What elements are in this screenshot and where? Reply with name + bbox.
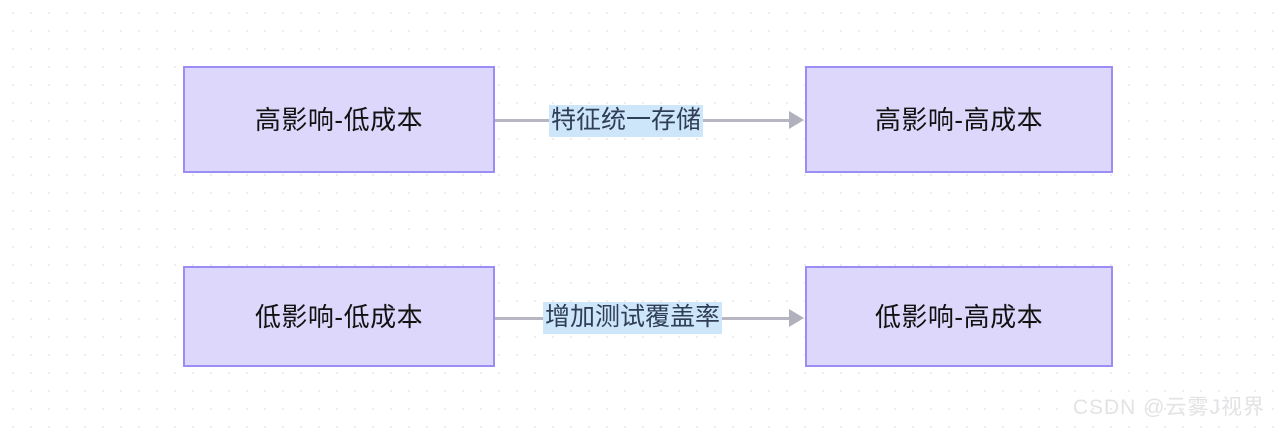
node-label: 高影响-高成本	[874, 104, 1044, 135]
node-low-impact-low-cost[interactable]: 低影响-低成本	[183, 266, 495, 367]
edge-label-feature-unified-storage: 特征统一存储	[549, 105, 704, 137]
edge-label-increase-test-coverage: 增加测试覆盖率	[543, 302, 723, 334]
node-label: 高影响-低成本	[254, 104, 424, 135]
node-label: 低影响-低成本	[254, 301, 424, 332]
node-low-impact-high-cost[interactable]: 低影响-高成本	[805, 266, 1113, 367]
node-high-impact-low-cost[interactable]: 高影响-低成本	[183, 66, 495, 173]
arrow-head-icon	[789, 309, 804, 327]
csdn-watermark: CSDN @云雾J视界	[1072, 396, 1265, 419]
arrow-head-icon	[789, 111, 804, 129]
node-high-impact-high-cost[interactable]: 高影响-高成本	[805, 66, 1113, 173]
node-label: 低影响-高成本	[874, 301, 1044, 332]
